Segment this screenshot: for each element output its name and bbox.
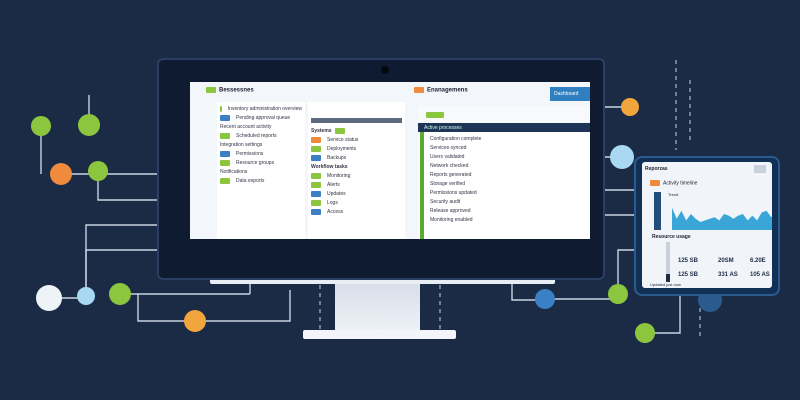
monitor-base: [303, 330, 456, 339]
tablet-screen: Reporzas Activity timeline Trend Resourc…: [642, 162, 772, 288]
checklist-item: Network checked: [430, 162, 469, 169]
list-item[interactable]: Resource groups: [220, 158, 302, 167]
checklist-item: Storage verified: [430, 180, 466, 187]
checklist-item: Reports generated: [430, 171, 472, 178]
tablet: Reporzas Activity timeline Trend Resourc…: [634, 156, 780, 296]
checklist-item: Services synced: [430, 144, 467, 151]
left-pane: Inventory administration overview Pendin…: [217, 102, 305, 239]
list-item[interactable]: Alerts: [311, 180, 402, 189]
status-banner: Active processes: [418, 123, 590, 132]
monitor-stand: [335, 284, 420, 332]
list-item[interactable]: Scheduled reports: [220, 131, 302, 140]
checklist-item: Users validated: [430, 153, 465, 160]
list-item[interactable]: Recent account activity: [220, 123, 272, 130]
checklist-item: Monitoring enabled: [430, 216, 473, 223]
left-pane-title: Bessessnes: [219, 87, 254, 94]
checklist-item: Security audit: [430, 198, 461, 205]
kpi-sub: 125 SB: [678, 272, 699, 278]
kpi-value: 6.20E: [750, 258, 766, 264]
area-chart: [672, 207, 772, 230]
kpi-sub: 105 AS: [750, 272, 770, 278]
list-item[interactable]: Monitoring: [311, 171, 402, 180]
section-title: Resource usage: [652, 234, 691, 240]
camera-icon: [381, 66, 389, 74]
kpi-value: 20SM: [718, 258, 734, 264]
chart-legend: Trend: [668, 192, 679, 197]
list-item[interactable]: Updates: [311, 189, 402, 198]
chart-label: Activity timeline: [663, 180, 698, 187]
right-pane: Active processes Configuration complete …: [418, 106, 590, 239]
section-title: Workflow tasks: [311, 163, 348, 170]
list-item[interactable]: Permissions: [220, 149, 302, 158]
monitor-screen: Bessessnes Inventory administration over…: [190, 82, 590, 239]
list-item[interactable]: Notifications: [220, 168, 248, 175]
checklist-item: Permissions updated: [430, 189, 477, 196]
footer-text: Updated just now: [650, 282, 681, 287]
monitor: Bessessnes Inventory administration over…: [157, 58, 605, 280]
list-item[interactable]: Logs: [311, 198, 402, 207]
list-item[interactable]: Backups: [311, 153, 402, 162]
kpi-sub: 331 AS: [718, 272, 738, 278]
app-icon: [206, 87, 216, 93]
right-pane-title: Enanagemens: [427, 87, 468, 94]
list-item[interactable]: Deployments: [311, 144, 402, 153]
node-circles: [31, 98, 722, 343]
side-bar: [654, 192, 661, 230]
checklist-item: Configuration complete: [430, 135, 482, 142]
list-item[interactable]: Integration settings: [220, 141, 263, 148]
dashboard-button[interactable]: Dashboard: [550, 87, 590, 101]
section-title: Systems: [311, 127, 332, 134]
list-item[interactable]: Data exports: [220, 176, 302, 185]
app-icon: [414, 87, 424, 93]
chart-area: [672, 207, 772, 230]
window-icon[interactable]: [754, 165, 766, 173]
checklist-item: Release approved: [430, 207, 471, 214]
tablet-title: Reporzas: [645, 166, 668, 172]
middle-pane: Systems Service status Deployments Backu…: [308, 102, 405, 239]
list-item[interactable]: Inventory administration overview: [220, 104, 302, 113]
list-item[interactable]: Pending approval queue: [220, 113, 302, 122]
kpi-value: 125 SB: [678, 258, 699, 264]
list-item[interactable]: Access: [311, 207, 402, 216]
list-item[interactable]: Service status: [311, 135, 402, 144]
